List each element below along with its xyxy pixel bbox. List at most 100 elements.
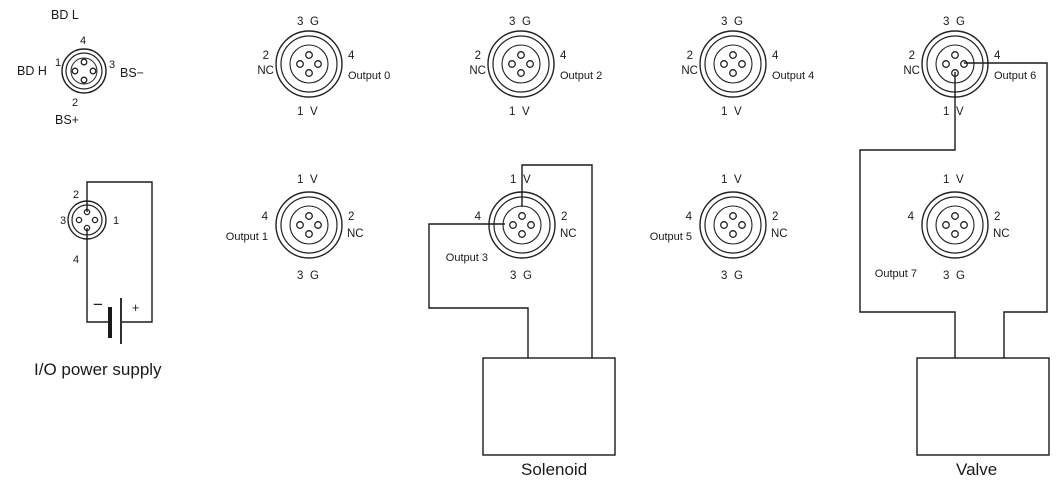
pin-number-right: 2 bbox=[772, 211, 778, 223]
pin-number-right: 4 bbox=[348, 50, 355, 62]
pin-function-bottom: G bbox=[523, 270, 532, 282]
pin-number-left: 4 bbox=[475, 211, 482, 223]
connector-pin bbox=[296, 60, 304, 68]
bd-h-label: BD H bbox=[17, 64, 47, 78]
connector-face bbox=[935, 205, 975, 245]
pin-function-top: G bbox=[956, 16, 965, 28]
pin-function-bottom: V bbox=[956, 106, 964, 118]
connector-inner-ring bbox=[492, 35, 550, 93]
solenoid-box bbox=[482, 357, 616, 456]
connector-pin bbox=[942, 221, 950, 229]
pin-number-top: 3 bbox=[509, 16, 515, 28]
connector-outer-ring bbox=[699, 30, 767, 98]
connector-pin bbox=[729, 212, 737, 220]
output-label: Output 0 bbox=[348, 70, 390, 82]
connector-pin bbox=[951, 212, 959, 220]
bus-pin-3 bbox=[89, 67, 97, 75]
bus-pin-2 bbox=[80, 76, 88, 84]
pin-function-top: V bbox=[310, 174, 318, 186]
connector-pin bbox=[305, 51, 313, 59]
connector-pin bbox=[720, 60, 728, 68]
pin-function-top: G bbox=[522, 16, 531, 28]
bus-connector-inner-ring bbox=[65, 52, 103, 90]
connector-pin bbox=[305, 230, 313, 238]
connector-outer-ring bbox=[699, 191, 767, 259]
connector-pin bbox=[526, 60, 534, 68]
power-connector: 2 3 1 4 − + I/O power supply bbox=[34, 181, 162, 379]
pin-function-bottom: V bbox=[522, 106, 530, 118]
pin-number-top: 3 bbox=[943, 16, 949, 28]
valve-box bbox=[916, 357, 1050, 456]
pin-number-left: 2 bbox=[687, 50, 693, 62]
pin-number-bottom: 3 bbox=[943, 270, 949, 282]
solenoid-label: Solenoid bbox=[521, 460, 587, 479]
pin-number-top: 1 bbox=[721, 174, 727, 186]
pin-number-top: 3 bbox=[721, 16, 727, 28]
power-supply-caption: I/O power supply bbox=[34, 360, 162, 379]
solenoid-wiring: Solenoid bbox=[428, 164, 616, 479]
pin-function-left: NC bbox=[469, 65, 486, 77]
bus-connector: BD L 4 BD H 1 3 BS− 2 BS+ bbox=[17, 8, 144, 127]
valve-label: Valve bbox=[956, 460, 997, 479]
pin-function-bottom: V bbox=[310, 106, 318, 118]
connector-pin bbox=[960, 221, 968, 229]
bs-minus-label: BS− bbox=[120, 66, 144, 80]
pin-function-left: NC bbox=[903, 65, 920, 77]
pin-function-bottom: G bbox=[310, 270, 319, 282]
connector-inner-ring bbox=[704, 196, 762, 254]
connector-inner-ring bbox=[280, 35, 338, 93]
connector-pin bbox=[729, 69, 737, 77]
connector-face bbox=[502, 205, 542, 245]
connector-pin bbox=[518, 212, 526, 220]
pin-number-bottom: 3 bbox=[297, 270, 303, 282]
connector-pin bbox=[729, 51, 737, 59]
pin-number-top: 3 bbox=[297, 16, 303, 28]
pin-function-right: NC bbox=[347, 228, 364, 240]
connector-face bbox=[289, 205, 329, 245]
pin-number-left: 2 bbox=[909, 50, 915, 62]
pin-number-right: 4 bbox=[994, 50, 1001, 62]
connector-inner-ring bbox=[280, 196, 338, 254]
pin-number-bottom: 3 bbox=[510, 270, 516, 282]
pin-function-right: NC bbox=[993, 228, 1010, 240]
connector-pin bbox=[960, 60, 968, 68]
pin-function-top: V bbox=[734, 174, 742, 186]
connector-outer-ring bbox=[921, 191, 989, 259]
connector-pin bbox=[314, 221, 322, 229]
connector-inner-ring bbox=[926, 196, 984, 254]
pin-number-bottom: 1 bbox=[943, 106, 949, 118]
connector-pin bbox=[720, 221, 728, 229]
solenoid-wire-output-3 bbox=[428, 223, 529, 358]
pin-number-left: 2 bbox=[263, 50, 269, 62]
bus-pin-2-number: 2 bbox=[72, 97, 78, 109]
connector-pin bbox=[738, 221, 746, 229]
power-pin-4-number: 4 bbox=[73, 254, 79, 266]
connector-pin bbox=[314, 60, 322, 68]
connector-outer-ring bbox=[487, 30, 555, 98]
solenoid-wire-v bbox=[521, 164, 593, 358]
connector-pin bbox=[951, 51, 959, 59]
connector-face bbox=[501, 44, 541, 84]
pin-number-right: 2 bbox=[561, 211, 567, 223]
power-pin-2-number: 2 bbox=[73, 189, 79, 201]
bus-connector-face bbox=[70, 57, 98, 85]
pin-number-bottom: 1 bbox=[509, 106, 515, 118]
output-label: Output 3 bbox=[446, 252, 488, 264]
pin-number-top: 1 bbox=[510, 174, 516, 186]
pin-function-left: NC bbox=[257, 65, 274, 77]
pin-number-top: 1 bbox=[297, 174, 303, 186]
power-pin-1-number: 1 bbox=[113, 215, 119, 227]
connector-outer-ring bbox=[275, 30, 343, 98]
pin-number-bottom: 3 bbox=[721, 270, 727, 282]
power-pin-3-number: 3 bbox=[60, 215, 66, 227]
connector-pin bbox=[951, 230, 959, 238]
valve-wire-v bbox=[859, 72, 956, 358]
bus-connector-outer-ring bbox=[61, 48, 107, 94]
